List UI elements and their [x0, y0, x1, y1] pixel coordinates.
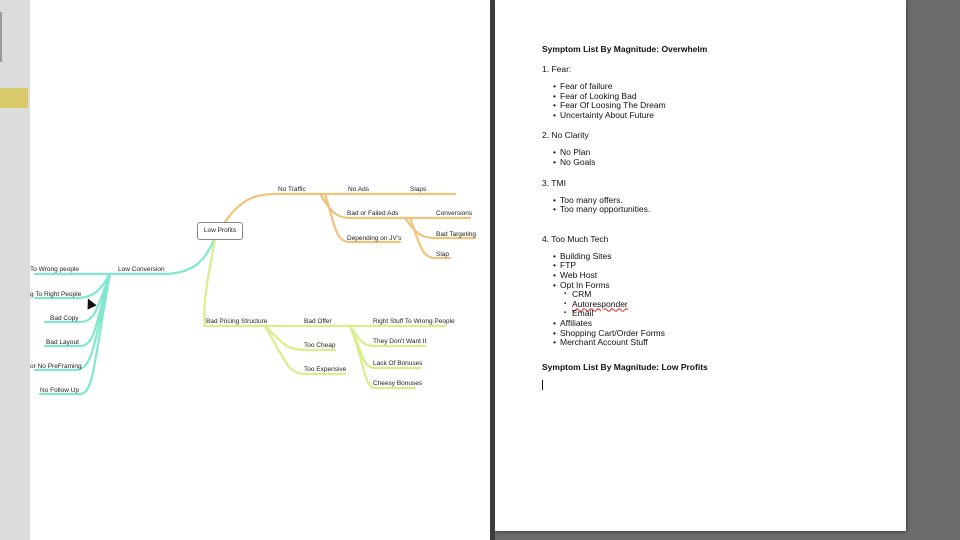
mindmap-canvas[interactable]: Low Profits No Traffic No Ads Slaps Bad … [30, 0, 490, 540]
document-page[interactable]: Symptom List By Magnitude: Overwhelm 1. … [495, 0, 906, 531]
list-item: Fear of failure [542, 81, 892, 92]
node-no-ads[interactable]: No Ads [348, 186, 369, 193]
node-no-preframing[interactable]: or No PreFraming [30, 363, 82, 370]
node-bad-offer[interactable]: Bad Offer [304, 318, 332, 325]
link-lowconv-preframing [33, 272, 112, 372]
list-item: Too many offers. [542, 195, 892, 206]
list-item: Too many opportunities. [542, 205, 892, 215]
link-notraffic-jvs [323, 192, 402, 244]
node-bad-targeting[interactable]: Bad Targeting [436, 231, 476, 238]
node-to-wrong-people[interactable]: To Wrong people [30, 266, 80, 273]
link-lowconv-right [33, 272, 112, 300]
link-lowconv-followup [38, 272, 112, 396]
section-clarity-title: 2. No Clarity [542, 130, 589, 141]
node-depending-jvs[interactable]: Depending on JV's [347, 235, 402, 242]
list-item: Shopping Cart/Order Forms [542, 328, 892, 339]
mindmap-connectors [33, 192, 477, 396]
node-slap[interactable]: Slap [436, 251, 450, 258]
clarity-list: No Plan No Goals [542, 148, 892, 167]
section-tmi-title: 3. TMI [542, 177, 566, 188]
tech-list-continued: Affiliates Shopping Cart/Order Forms Mer… [542, 318, 892, 348]
node-no-traffic[interactable]: No Traffic [278, 186, 306, 193]
node-cheesy-bonuses[interactable]: Cheesy Bonuses [373, 380, 423, 387]
node-right-stuff-wrong-people[interactable]: Right Stuff To Wrong People [373, 318, 455, 325]
node-to-right-people[interactable]: g To Right People [30, 291, 82, 298]
link-badoffer-cheesy [348, 324, 417, 390]
list-item: Autoresponder [542, 298, 892, 310]
strip-highlight-tab[interactable] [0, 88, 28, 108]
strip-edge [0, 12, 2, 62]
node-bad-copy[interactable]: Bad Copy [50, 315, 79, 322]
link-pricing-expensive [263, 324, 347, 376]
node-bad-layout[interactable]: Bad Layout [46, 339, 79, 346]
link-root-notraffic [223, 192, 332, 224]
node-too-cheap[interactable]: Too Cheap [304, 342, 336, 349]
list-item: No Plan [542, 148, 892, 158]
list-item: Merchant Account Stuff [542, 337, 892, 348]
list-item: Affiliates [542, 318, 892, 329]
list-item: Building Sites [542, 251, 892, 262]
link-root-lowconv [108, 236, 217, 276]
link-pricing-cheap [263, 324, 337, 352]
list-item: Opt In Forms [542, 280, 892, 291]
node-low-conversion[interactable]: Low Conversion [118, 266, 165, 273]
list-item: Uncertainty About Future [542, 110, 892, 121]
link-badads-slap [408, 216, 452, 260]
traffic-branch-lines [223, 192, 477, 260]
list-item: Fear of Looking Bad [542, 91, 892, 102]
heading-low-profits: Symptom List By Magnitude: Low Profits [542, 361, 708, 372]
node-conversions[interactable]: Conversions [436, 210, 473, 217]
left-window-strip [0, 0, 30, 540]
list-item: No Goals [542, 157, 892, 168]
heading-overwhelm: Symptom List By Magnitude: Overwhelm [542, 44, 708, 54]
list-item: Fear Of Loosing The Dream [542, 101, 892, 111]
node-too-expensive[interactable]: Too Expensive [304, 366, 347, 373]
fear-list: Fear of failure Fear of Looking Bad Fear… [542, 81, 892, 121]
link-badads-targeting [403, 216, 477, 240]
node-bad-pricing[interactable]: Bad Pricing Structure [206, 318, 268, 325]
spellcheck-word[interactable]: Autoresponder [572, 298, 628, 309]
section-fear-title: 1. Fear: [542, 64, 572, 74]
list-item: FTP [542, 261, 892, 271]
node-lack-of-bonuses[interactable]: Lack Of Bonuses [373, 360, 423, 367]
link-notraffic-badads [318, 192, 402, 220]
list-item: Web Host [542, 270, 892, 281]
text-caret [542, 379, 543, 390]
node-they-dont-want-it[interactable]: They Don't Want It [373, 338, 427, 345]
opt-in-sublist: CRM Autoresponder Email [542, 290, 892, 319]
node-slaps[interactable]: Slaps [410, 186, 427, 193]
section-tech-title: 4. Too Much Tech [542, 233, 609, 244]
tech-list: Building Sites FTP Web Host Opt In Forms [542, 251, 892, 291]
window-divider [490, 0, 495, 540]
list-item: Email [542, 309, 892, 319]
mindmap-root-node[interactable]: Low Profits [197, 222, 243, 240]
pricing-branch-lines [203, 236, 447, 390]
link-root-pricing [203, 236, 267, 328]
conversion-branch-lines [33, 236, 217, 396]
node-bad-failed-ads[interactable]: Bad or Failed Ads [347, 210, 399, 217]
tmi-list: Too many offers. Too many opportunities. [542, 195, 892, 215]
document-body[interactable]: Symptom List By Magnitude: Overwhelm 1. … [542, 44, 892, 390]
list-item: CRM [542, 290, 892, 300]
node-no-follow-up[interactable]: No Follow Up [40, 387, 80, 394]
